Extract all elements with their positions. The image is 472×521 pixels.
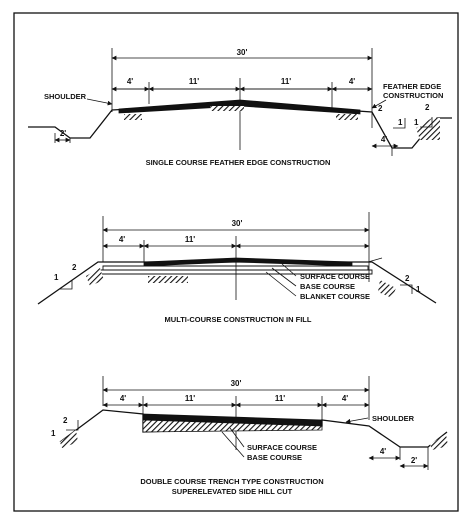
feather-edge-label-2: CONSTRUCTION: [383, 91, 443, 100]
dim-segment-1: 4': [119, 235, 125, 244]
diagram-multi-course-text: 30' 4' 11' 2 1 2 1 SURFACE COURSE BASE C…: [54, 219, 421, 324]
caption-2: MULTI-COURSE CONSTRUCTION IN FILL: [165, 315, 312, 324]
dim-segment-4: 4': [349, 77, 355, 86]
left-slope-triangle: [60, 280, 73, 290]
shoulder-label: SHOULDER: [372, 414, 415, 423]
slope-b-run: 2: [425, 103, 430, 112]
base-course: [142, 419, 323, 433]
slope-triangle-b: [420, 117, 433, 128]
feather-edge-label-1: FEATHER EDGE: [383, 82, 441, 91]
diagram-single-course-text: 30' 4' 11' 11' 4' SHOULDER FEATHER EDGE …: [44, 48, 443, 167]
dim-segment-2: 11': [185, 394, 195, 403]
left-slope-run: 2: [63, 416, 68, 425]
left-slope-rise: 1: [54, 273, 59, 282]
caption-1: SINGLE COURSE FEATHER EDGE CONSTRUCTION: [146, 158, 331, 167]
caption-3-line1: DOUBLE COURSE TRENCH TYPE CONSTRUCTION: [140, 477, 323, 486]
dim-segment-3: 11': [275, 394, 285, 403]
dim-segment-1: 4': [127, 77, 133, 86]
surface-course: [143, 257, 353, 267]
right-slope-run: 2: [405, 274, 410, 283]
left-slope-triangle: [66, 420, 79, 431]
right-width-label: 4': [381, 135, 387, 144]
slope-triangle-a: [393, 118, 406, 129]
ditch-width-label: 2': [60, 129, 66, 138]
slope-a-run: 2: [378, 104, 383, 113]
diagram-double-course: [59, 376, 448, 470]
dim-segment-4: 4': [342, 394, 348, 403]
caption-3-line2: SUPERELEVATED SIDE HILL CUT: [172, 487, 293, 496]
left-slope-rise: 1: [51, 429, 56, 438]
dim-30-label: 30': [237, 48, 248, 57]
pavement-surface: [118, 99, 361, 115]
diagram-multi-course: [37, 212, 437, 305]
dim-segment-2: 11': [185, 235, 195, 244]
blanket-course-label: BLANKET COURSE: [300, 292, 370, 301]
ditch-right-label: 2': [411, 456, 417, 465]
right-slope-rise: 1: [416, 285, 421, 294]
surface-course-label: SURFACE COURSE: [247, 443, 317, 452]
figure-border: [13, 12, 459, 512]
base-course-label: BASE COURSE: [247, 453, 302, 462]
diagram-single-course: [28, 48, 452, 156]
base-course: [102, 265, 369, 271]
right-slope-triangle: [400, 284, 413, 294]
shoulder-label: SHOULDER: [44, 92, 87, 101]
dim-30-label: 30': [231, 379, 242, 388]
diagram-double-course-text: 30' 4' 11' 11' 4' 2 1 SHOULDER SURFACE C…: [51, 379, 417, 496]
surface-course-label: SURFACE COURSE: [300, 272, 370, 281]
dim-segment-3: 11': [281, 77, 291, 86]
slope-a-rise: 1: [398, 118, 403, 127]
slope-b-rise: 1: [414, 118, 419, 127]
dim-30-label: 30': [232, 219, 243, 228]
base-course-label: BASE COURSE: [300, 282, 355, 291]
fill-profile: [37, 261, 437, 305]
ditch-left-label: 4': [380, 447, 386, 456]
left-slope-run: 2: [72, 263, 77, 272]
dim-segment-1: 4': [120, 394, 126, 403]
dim-segment-2: 11': [189, 77, 199, 86]
